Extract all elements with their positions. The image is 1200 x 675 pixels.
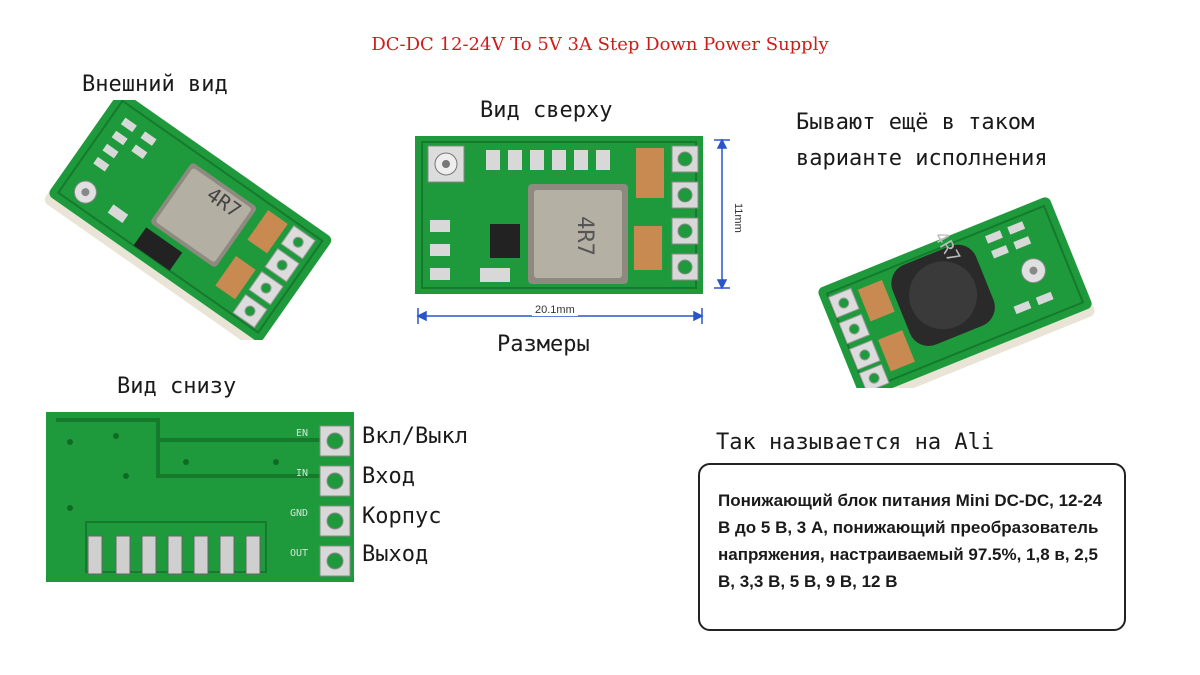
top-view-board: 4R7 [415,136,730,324]
pad-en-label: EN [296,428,308,439]
pad-out-label: OUT [290,548,308,559]
ali-heading: Так называется на Ali [716,430,995,455]
top-view-label: Вид сверху [480,98,613,123]
external-view-board: 4R7 [44,100,332,340]
inductor-marking-top: 4R7 [572,216,597,256]
page-title: DC-DC 12-24V To 5V 3A Step Down Power Su… [371,34,829,55]
pin-label-input: Вход [362,464,415,489]
bottom-view-board: EN IN GND OUT [46,412,354,582]
pad-in-label: IN [296,468,308,479]
variant-board: 4R7 [818,197,1095,388]
dimensions-label: Размеры [497,332,590,357]
variant-label-line1: Бывают ещё в таком [796,110,1035,135]
width-dimension: 20.1mm [532,304,578,316]
pad-gnd-label: GND [290,508,308,519]
external-view-label: Внешний вид [82,72,228,97]
variant-label-line2: варианте исполнения [796,146,1048,171]
ali-description-card: Понижающий блок питания Mini DC-DC, 12-2… [698,463,1126,631]
ali-description-text: Понижающий блок питания Mini DC-DC, 12-2… [718,491,1103,591]
height-dimension: 11mm [732,203,744,233]
pin-label-on-off: Вкл/Выкл [362,424,468,449]
bottom-view-label: Вид снизу [117,374,237,399]
pin-label-ground: Корпус [362,504,442,529]
pin-label-output: Выход [362,542,429,567]
